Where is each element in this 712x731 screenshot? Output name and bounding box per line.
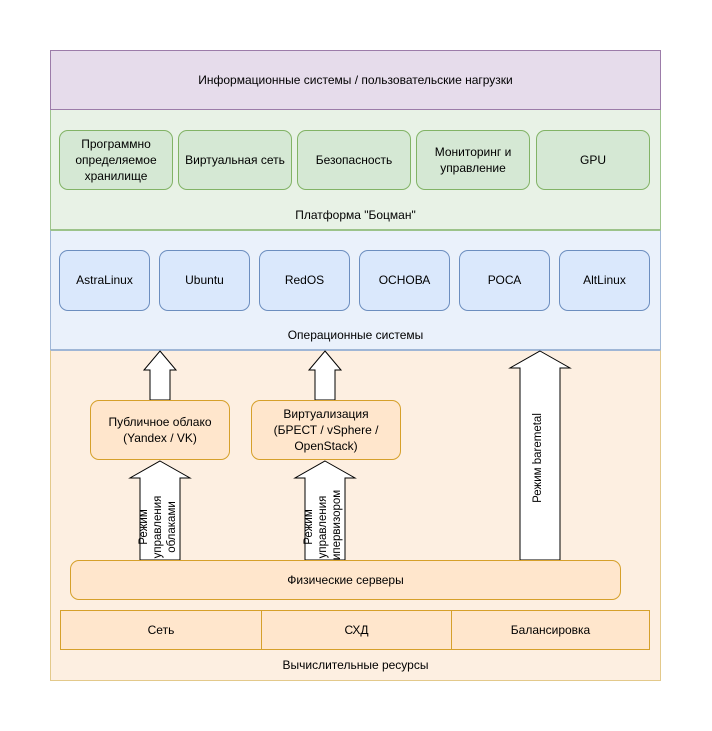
os-item-label: AstraLinux	[76, 273, 133, 288]
virtualization-box: Виртуализация (БРЕСТ / vSphere / OpenSta…	[251, 400, 401, 460]
public-cloud-box: Публичное облако (Yandex / VK)	[90, 400, 230, 460]
platform-item-virtual-network: Виртуальная сеть	[178, 130, 292, 190]
resource-label: Балансировка	[510, 623, 591, 637]
platform-item-label: Виртуальная сеть	[185, 152, 285, 167]
os-item-label: ОСНОВА	[378, 273, 431, 288]
public-cloud-label: Публичное облако (Yandex / VK)	[108, 414, 212, 445]
os-item-redos: RedOS	[259, 250, 350, 311]
resource-balancing: Балансировка	[451, 611, 649, 649]
os-item-label: Ubuntu	[185, 273, 224, 288]
os-item-rosa: РОСА	[459, 250, 550, 311]
os-item-osnova: ОСНОВА	[359, 250, 450, 311]
os-item-label: РОСА	[487, 273, 522, 288]
physical-servers-label: Физические серверы	[287, 572, 404, 587]
baremetal-mode-label: Режим baremetal	[532, 413, 544, 503]
platform-item-label: Программно определяемое хранилище	[75, 136, 157, 184]
os-item-label: RedOS	[284, 273, 325, 288]
platform-item-label: Безопасность	[315, 152, 393, 167]
platform-caption: Платформа "Боцман"	[295, 207, 416, 222]
os-caption: Операционные системы	[287, 327, 424, 342]
os-item-ubuntu: Ubuntu	[159, 250, 250, 311]
compute-caption: Вычислительные ресурсы	[282, 657, 429, 672]
platform-item-sds: Программно определяемое хранилище	[59, 130, 173, 190]
resource-network: Сеть	[61, 611, 261, 649]
workloads-label: Информационные системы / пользовательски…	[198, 72, 513, 87]
resources-table: Сеть СХД Балансировка	[60, 610, 650, 650]
virtualization-label: Виртуализация (БРЕСТ / vSphere / OpenSta…	[273, 406, 379, 454]
platform-item-gpu: GPU	[536, 130, 650, 190]
os-item-label: AltLinux	[583, 273, 626, 288]
platform-item-monitoring: Мониторинг и управление	[416, 130, 530, 190]
platform-item-label: GPU	[579, 152, 606, 167]
platform-item-security: Безопасность	[297, 130, 411, 190]
physical-servers-box: Физические серверы	[70, 560, 621, 600]
resource-storage: СХД	[261, 611, 451, 649]
resource-label: Сеть	[147, 623, 175, 637]
os-item-altlinux: AltLinux	[559, 250, 650, 311]
resource-label: СХД	[344, 623, 369, 637]
os-item-astralinux: AstraLinux	[59, 250, 150, 311]
platform-item-label: Мониторинг и управление	[434, 144, 512, 175]
workloads-layer: Информационные системы / пользовательски…	[50, 50, 661, 110]
